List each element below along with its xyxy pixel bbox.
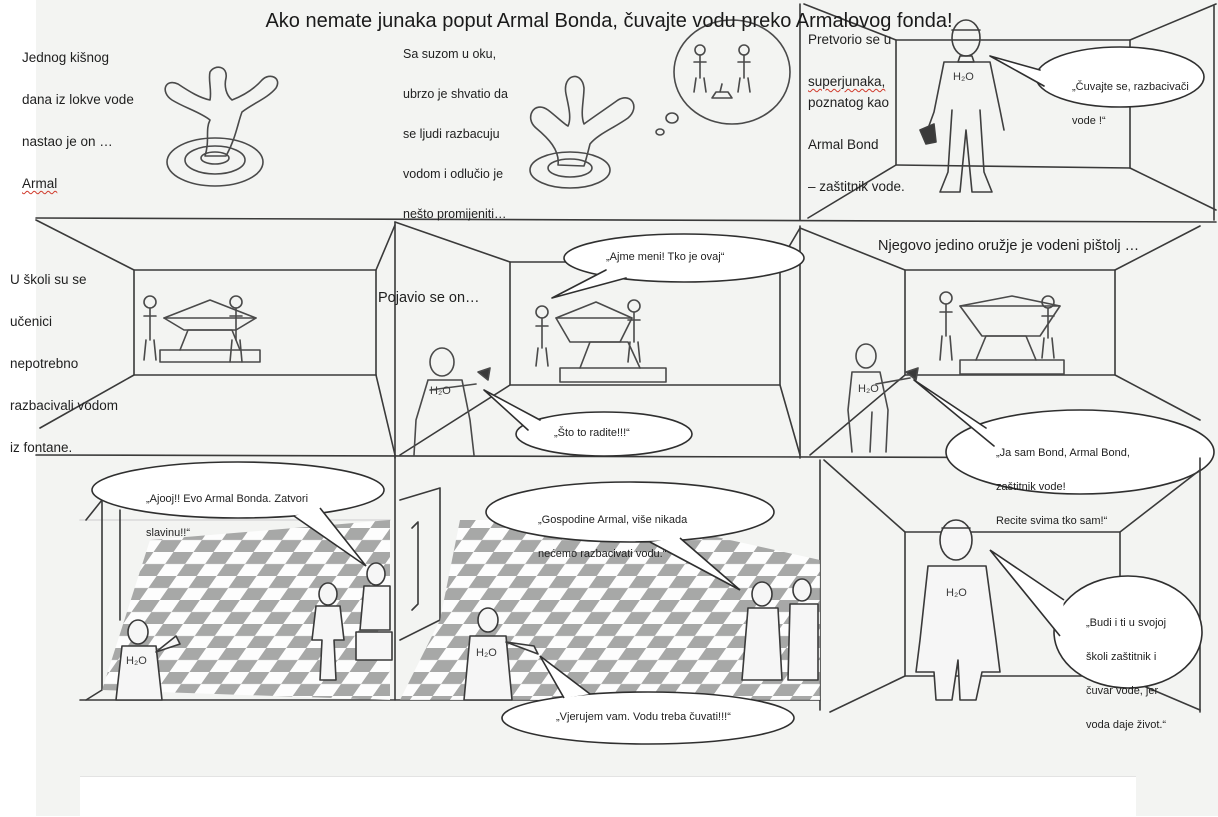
speech-bubble-p7 xyxy=(91,461,385,519)
speech-line: „Ja sam Bond, Armal Bond, xyxy=(996,447,1130,459)
speech-line: vode !“ xyxy=(1072,115,1106,127)
caption-line: poznatog kao xyxy=(808,95,890,110)
h2o-label-p5: H₂O xyxy=(430,385,451,397)
students-p7 xyxy=(311,562,393,681)
speech-bubble-p9 xyxy=(1053,575,1203,689)
caption-line: nastao je on … xyxy=(22,134,113,149)
speech-text-p5-bottom: „Što to radite!!!“ xyxy=(554,427,630,439)
caption-panel-1: Jednog kišnog dana iz lokve vode nastao … xyxy=(22,26,134,194)
speech-text-p5-top: „Ajme meni! Tko je ovaj“ xyxy=(606,251,725,263)
armal-sad-figure xyxy=(529,19,791,189)
caption-line: ubrzo je shvatio da xyxy=(403,87,508,101)
caption-panel-6: Njegovo jedino oružje je vodeni pištolj … xyxy=(878,238,1140,254)
h2o-label-p7: H₂O xyxy=(126,655,147,667)
speech-line: školi zaštitnik i xyxy=(1086,651,1157,663)
caption-line: razbacivali vodom xyxy=(10,398,119,413)
h2o-label-p3: H₂O xyxy=(953,71,974,83)
caption-line: iz fontane. xyxy=(10,440,73,455)
caption-panel-4: U školi su se učenici nepotrebno razbaci… xyxy=(10,248,118,479)
caption-line: vodom i odlučio je xyxy=(403,167,504,181)
speech-line: „Ajooj!! Evo Armal Bonda. Zatvori xyxy=(146,493,309,505)
speech-text-p3: „Čuvajte se, razbacivači vode !“ xyxy=(1072,62,1189,147)
speech-line: slavinu!!“ xyxy=(146,527,191,539)
caption-line: Armal Bond xyxy=(808,137,879,152)
speech-line: „Gospodine Armal, više nikada xyxy=(538,514,688,526)
h2o-label-p6: H₂O xyxy=(858,383,879,395)
speech-bubble-p6 xyxy=(945,409,1215,495)
caption-line: nepotrebno xyxy=(10,356,79,371)
speech-line: Recite svima tko sam!“ xyxy=(996,515,1108,527)
speech-bubble-p5-top xyxy=(563,233,805,283)
caption-line: superjunaka, xyxy=(808,74,886,89)
fountain-p6 xyxy=(847,291,1065,453)
caption-line: Armal xyxy=(22,176,58,191)
fountain-p5 xyxy=(413,299,667,456)
speech-line: voda daje život.“ xyxy=(1086,719,1167,731)
speech-text-p8-bottom: „Vjerujem vam. Vodu treba čuvati!!!“ xyxy=(556,711,731,723)
armal-bond-hero xyxy=(919,19,1005,193)
hero-p9 xyxy=(915,519,1001,701)
checkered-floor-left xyxy=(102,520,390,700)
speech-bubble-p8-top xyxy=(485,481,775,543)
caption-line: se ljudi razbacuju xyxy=(403,127,500,141)
caption-line: Jednog kišnog xyxy=(22,50,110,65)
hero-p7 xyxy=(115,619,181,701)
speech-line: čuvar vode, jer xyxy=(1086,685,1159,697)
speech-bubble-p8-bottom xyxy=(501,691,795,745)
speech-line: „Čuvajte se, razbacivači xyxy=(1072,81,1189,93)
speech-line: zaštitnik vode! xyxy=(996,481,1066,493)
hero-p8 xyxy=(463,607,539,701)
speech-text-p9: „Budi i ti u svojoj školi zaštitnik i ču… xyxy=(1086,598,1166,751)
caption-line: nešto promijeniti… xyxy=(403,207,507,221)
caption-panel-2: Sa suzom u oku, ubrzo je shvatio da se l… xyxy=(403,24,508,244)
caption-line: Sa suzom u oku, xyxy=(403,47,497,61)
caption-line: dana iz lokve vode xyxy=(22,92,134,107)
armal-puddle-figure xyxy=(164,66,279,187)
caption-line: – zaštitnik vode. xyxy=(808,179,905,194)
fountain-p4 xyxy=(143,295,261,363)
speech-bubble-p5-bottom xyxy=(515,411,693,457)
speech-text-p7: „Ajooj!! Evo Armal Bonda. Zatvori slavin… xyxy=(146,474,308,559)
h2o-label-p9: H₂O xyxy=(946,587,967,599)
speech-text-p8-top: „Gospodine Armal, više nikada nećemo raz… xyxy=(538,495,687,580)
caption-panel-3: Pretvorio se u superjunaka, poznatog kao… xyxy=(808,8,905,218)
students-p8 xyxy=(741,578,819,681)
caption-line: U školi su se xyxy=(10,272,87,287)
footer-box xyxy=(80,776,1136,817)
speech-text-p6: „Ja sam Bond, Armal Bond, zaštitnik vode… xyxy=(996,428,1130,547)
footer-slogan: Ako nemate junaka poput Armal Bonda, čuv… xyxy=(265,10,953,32)
speech-line: „Budi i ti u svojoj xyxy=(1086,617,1167,629)
h2o-label-p8: H₂O xyxy=(476,647,497,659)
speech-line: nećemo razbacivati vodu.“ xyxy=(538,548,667,560)
caption-panel-5: Pojavio se on… xyxy=(378,290,480,306)
caption-line: učenici xyxy=(10,314,53,329)
caption-line: Pretvorio se u xyxy=(808,32,892,47)
